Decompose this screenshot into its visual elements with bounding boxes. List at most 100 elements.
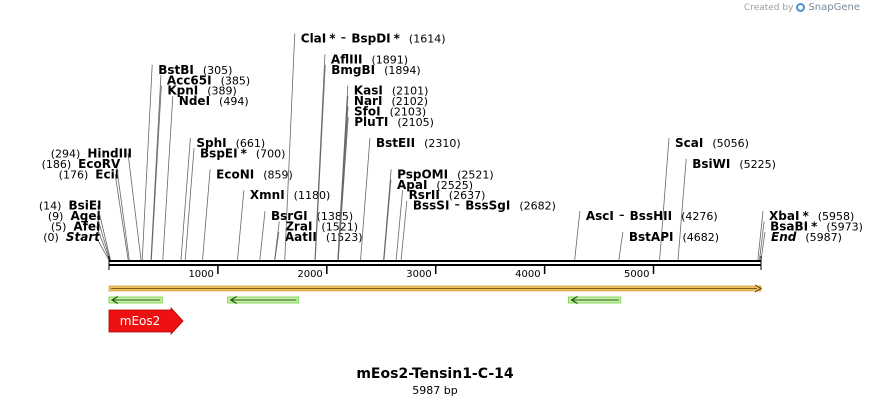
site-bmgbi: BmgBI(1894) — [314, 63, 421, 261]
primer-arrowhead — [229, 295, 238, 305]
site-leader-line — [127, 153, 142, 261]
site-leader-line — [383, 169, 392, 261]
site-position: (859) — [263, 168, 293, 181]
site-star-mark: * — [329, 31, 336, 45]
site-position: (176) — [59, 168, 89, 181]
site-label: BsaBI*(5973) — [770, 220, 863, 234]
site-label: (186)EcoRV — [42, 157, 121, 171]
site-label: (14)BsiEI — [39, 199, 102, 213]
site-position: (5) — [51, 221, 67, 234]
site-label: AflIII(1891) — [331, 52, 408, 66]
site-bspei: BspEI*(700) — [184, 146, 285, 261]
site-position: (294) — [51, 147, 81, 160]
site-leader-line — [757, 211, 764, 261]
site-enzyme-name: BsiWI — [692, 157, 730, 171]
site-enzyme-name: AfeI — [73, 220, 100, 234]
site-hindiii: (294) HindIII — [51, 146, 142, 261]
site-label: (0)Start — [43, 230, 101, 244]
site-enzyme-name: RsrII — [409, 188, 440, 202]
site-enzyme-name: NarI — [354, 94, 383, 108]
site-position: (389) — [207, 85, 237, 98]
site-position: (661) — [236, 137, 266, 150]
site-bsteii: BstEII(2310) — [360, 136, 461, 261]
site-position: (2103) — [390, 106, 427, 119]
site-label: RsrII(2637) — [409, 188, 486, 202]
site-enzyme-name: BsrGI — [271, 209, 308, 223]
site-label: ScaI(5056) — [675, 136, 749, 150]
site-position: (1894) — [384, 64, 421, 77]
site-enzyme-name: SphI — [196, 136, 226, 150]
site-star-mark-2: * — [394, 31, 401, 45]
site-separator: - — [454, 195, 460, 214]
site-label: (5) AfeI — [51, 220, 101, 234]
site-label: EcoNI (859) — [216, 167, 293, 181]
site-enzyme-name: BstBI — [158, 63, 194, 77]
site-label: Acc65I(385) — [167, 73, 250, 87]
site-leader-line — [162, 96, 174, 261]
site-star-mark: * — [802, 209, 809, 223]
site-apai: ApaI(2525) — [383, 178, 473, 261]
site-enzyme-name-2: BssHII — [630, 209, 672, 223]
site-enzyme-name: ClaI — [301, 31, 326, 45]
gene-label: mEos2 — [120, 314, 161, 328]
site-ecorv: (186)EcoRV — [42, 157, 130, 261]
site-label: (294) HindIII — [51, 146, 132, 160]
site-enzyme-name: AatII — [285, 230, 317, 244]
site-label: BsrGI(1385) — [271, 209, 353, 223]
site-position: (2525) — [436, 179, 473, 192]
site-position: (5958) — [818, 210, 855, 223]
plasmid-length: 5987 bp — [412, 384, 458, 397]
site-label: XmnI(1180) — [250, 188, 330, 202]
site-label: PspOMI(2521) — [397, 167, 494, 181]
site-afliii: AflIII(1891) — [314, 52, 408, 261]
site-position: (2310) — [424, 137, 461, 150]
site-pspomi: PspOMI(2521) — [383, 167, 494, 261]
site-label: XbaI*(5958) — [769, 209, 854, 223]
site-ecii: (176) EciI — [59, 167, 129, 261]
site-label: NarI(2102) — [354, 94, 428, 108]
site-label: ClaI*-BspDI*(1614) — [301, 27, 446, 46]
site-sphi: SphI (661) — [180, 136, 266, 261]
site-enzyme-name: EcoNI — [216, 167, 254, 181]
site-position: (2105) — [397, 116, 434, 129]
site-xmni: XmnI(1180) — [237, 188, 330, 261]
site-leader-line — [383, 179, 392, 261]
site-leader-line — [150, 85, 162, 261]
site-bstbi: BstBI(305) — [141, 63, 232, 261]
site-position: (385) — [221, 74, 251, 87]
site-aatii: AatII(1523) — [274, 230, 362, 261]
site-enzyme-name: EcoRV — [78, 157, 121, 171]
site-enzyme-name: AflIII — [331, 52, 363, 66]
site-position: (700) — [256, 147, 286, 160]
site-leader-line — [115, 163, 130, 261]
site-label: BspEI*(700) — [200, 146, 285, 160]
site-enzyme-name: BspEI — [200, 146, 238, 160]
site-enzyme-name: BsiEI — [68, 199, 101, 213]
site-leader-line — [395, 190, 403, 261]
site-econi: EcoNI (859) — [202, 167, 293, 261]
site-bsrgi: BsrGI(1385) — [259, 209, 353, 261]
site-enzyme-name: ZraI — [285, 220, 312, 234]
snapgene-credit: Created by SnapGene — [744, 2, 860, 13]
site-label: BsiWI(5225) — [692, 157, 776, 171]
credit-brand: SnapGene — [808, 2, 860, 13]
site-enzyme-name: SfoI — [354, 105, 381, 119]
site-position: (4276) — [681, 210, 718, 223]
site-enzyme-name: BssSI — [413, 199, 450, 213]
site-bsiwi: BsiWI(5225) — [677, 157, 776, 261]
site-start: (0)Start — [43, 230, 110, 261]
site-leader-line — [202, 169, 211, 261]
site-clai: ClaI*-BspDI*(1614) — [284, 27, 446, 261]
site-scai: ScaI(5056) — [659, 136, 749, 261]
site-enzyme-name-2: BssSgI — [465, 199, 510, 213]
site-enzyme-name: Start — [66, 230, 101, 244]
site-leader-line — [141, 64, 153, 261]
site-leader-line — [114, 174, 129, 261]
site-label: KasI(2101) — [354, 84, 429, 98]
site-label: BstBI(305) — [158, 63, 232, 77]
site-enzyme-name: EciI — [95, 167, 119, 181]
site-enzyme-name: End — [771, 230, 797, 244]
site-enzyme-name: ScaI — [675, 136, 703, 150]
site-enzyme-name: HindIII — [87, 146, 132, 160]
orf-arrowhead — [754, 284, 762, 293]
